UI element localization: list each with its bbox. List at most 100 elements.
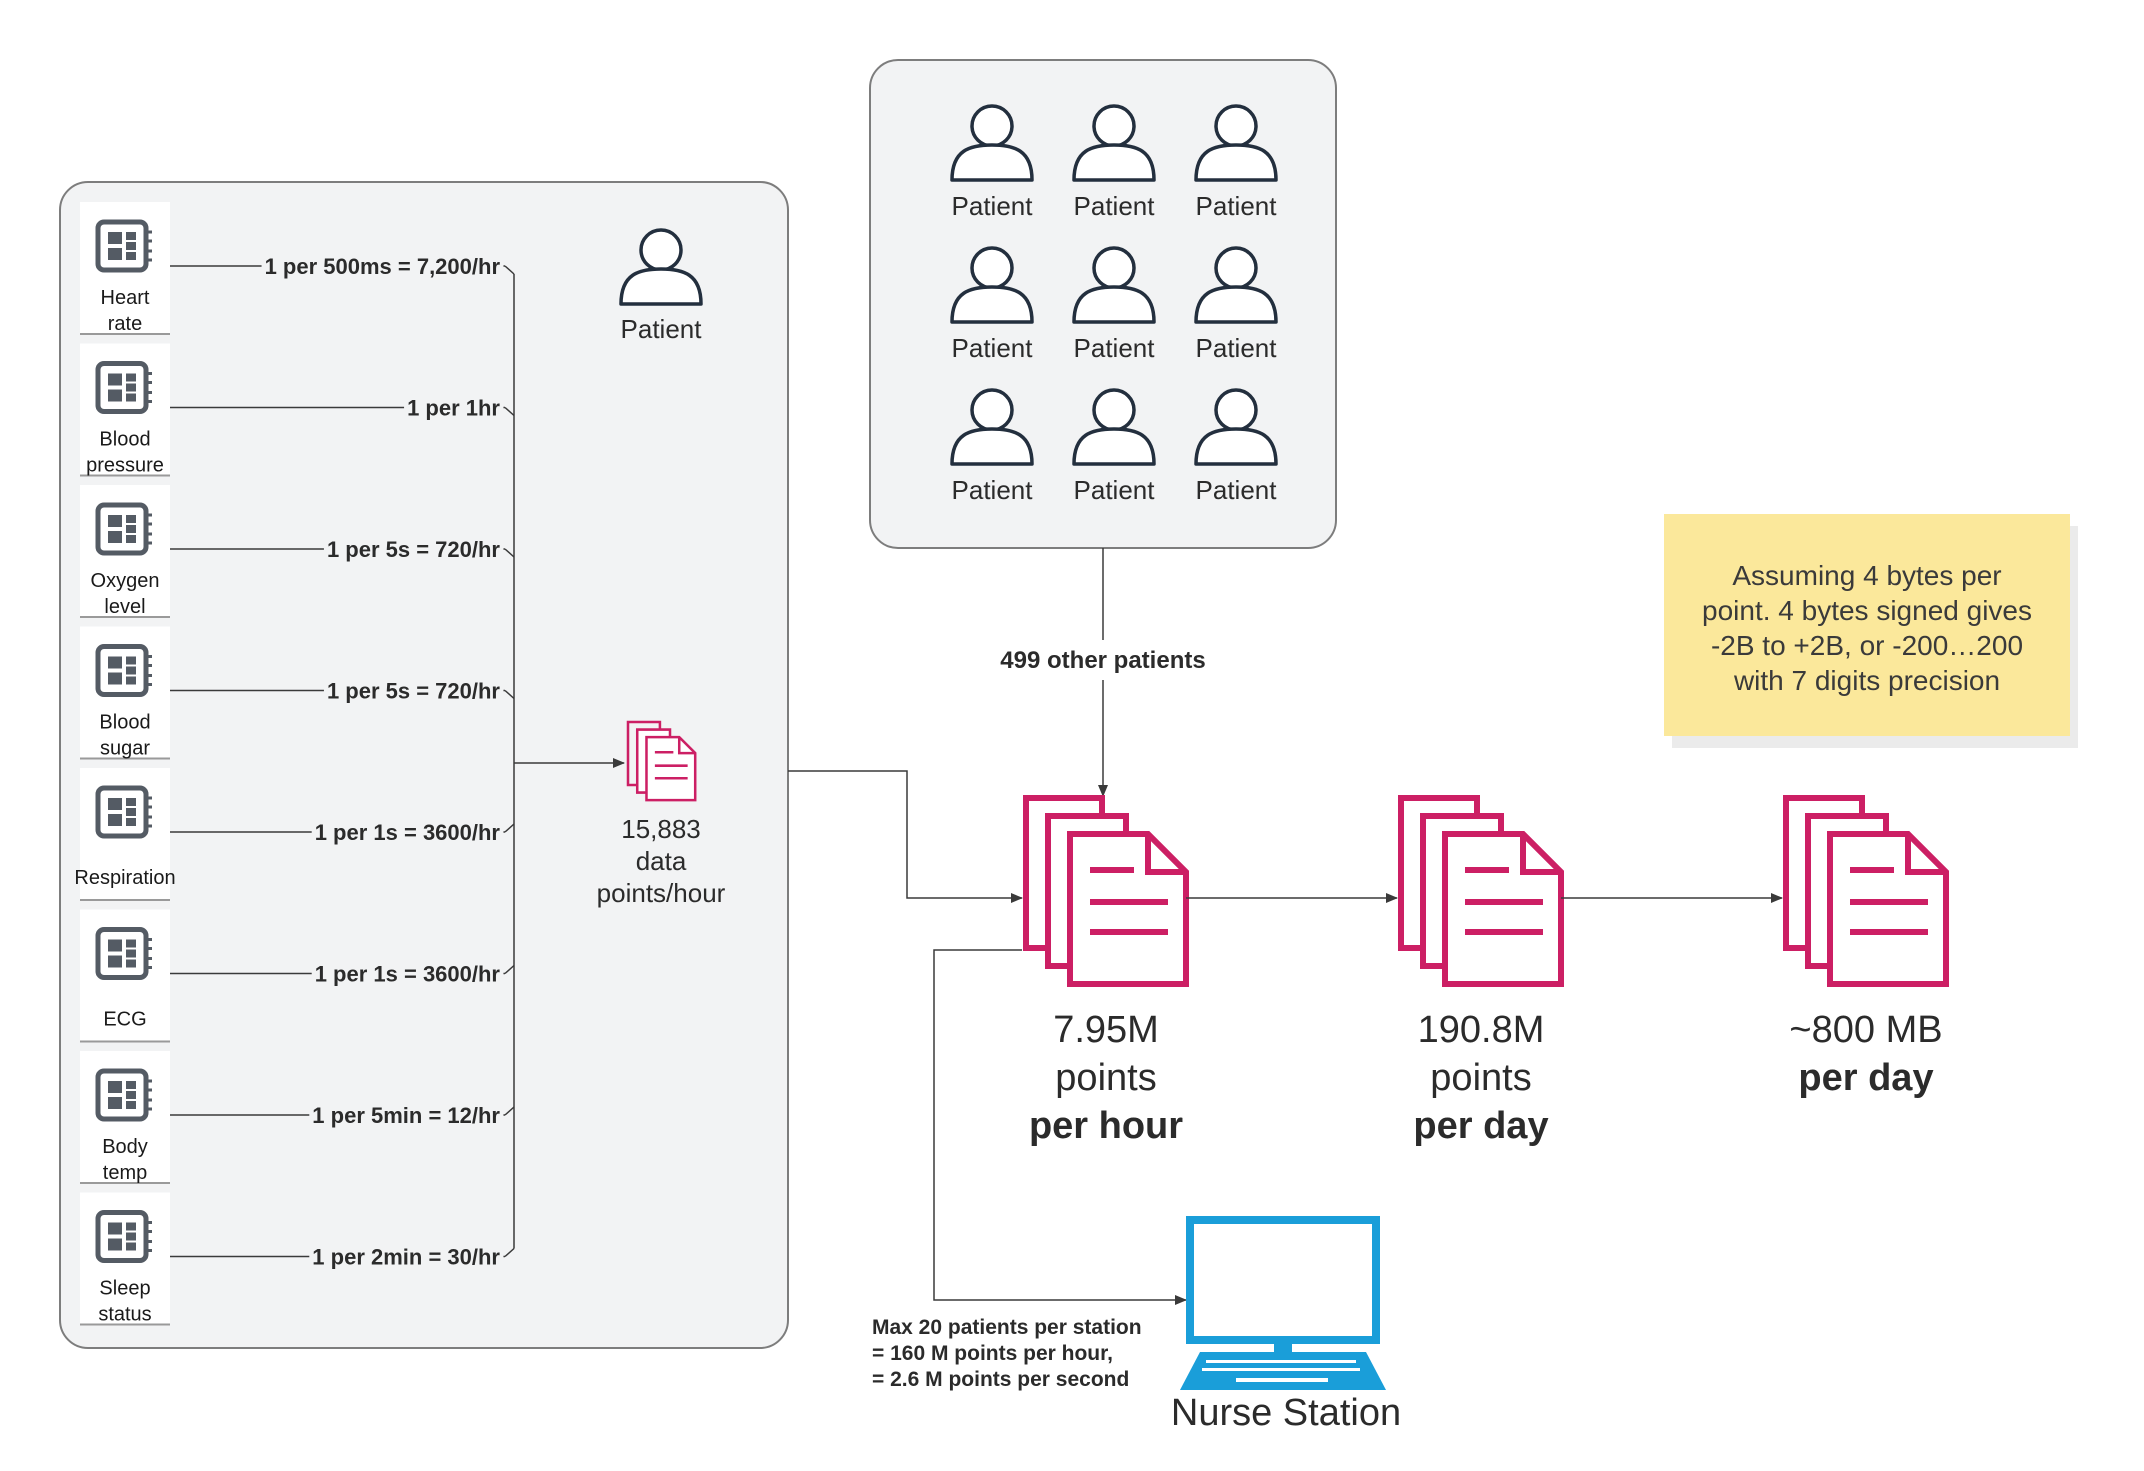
sensor-label: Respiration [74,867,175,889]
grid-patient-label: Patient [1196,333,1278,363]
grid-patient: Patient [1072,104,1156,221]
sensor-rate-label: 1 per 1s = 3600/hr [315,962,501,987]
station-label: Nurse Station [1171,1392,1401,1434]
other-patients-label: 499 other patients [1000,647,1205,674]
note-line: with 7 digits precision [1733,665,2000,696]
sensor-rate-label: 1 per 1s = 3600/hr [315,820,501,845]
station-info-line: = 2.6 M points per second [872,1368,1129,1391]
grid-patient: Patient [950,104,1034,221]
sensor-connector-bend [504,823,515,833]
sensor-rate-label: 1 per 5s = 720/hr [327,679,500,704]
aggregate-line2: data [636,846,687,876]
grid-patient-label: Patient [1074,475,1156,505]
output-daily-line1: 190.8M [1418,1009,1545,1051]
aggregate-line1: 15,883 [621,814,701,844]
chip-icon [98,505,152,553]
panel-to-hourly-arrow [788,770,1023,903]
sensor-connector-bend [504,1106,515,1116]
station-info-line: = 160 M points per hour, [872,1342,1113,1365]
hourly-to-station-arrow [933,949,1187,1305]
laptop-icon [1180,1216,1386,1390]
grid-patient-label: Patient [1196,475,1278,505]
output-hourly-bold: per hour [1029,1105,1183,1147]
chip-icon [98,364,152,412]
sensor-rate-label: 1 per 5min = 12/hr [312,1103,500,1128]
sensor-ecg[interactable]: ECG [80,909,170,1043]
grid-patient: Patient [1194,246,1278,363]
sensor-connector-bend [504,406,515,417]
station-info-line: Max 20 patients per station [872,1316,1142,1339]
documents-icon [1401,798,1561,984]
rate-label-bg [309,1244,504,1270]
sensor-connector-bend [504,689,515,700]
grid-patient-label: Patient [1074,333,1156,363]
sensor-connectors: 1 per 500ms = 7,200/hr 1 per 1hr 1 per 5s … [170,254,625,1270]
sensor-connector-bend [504,964,515,975]
grid-patient: Patient [950,246,1034,363]
documents-icon [1786,798,1946,984]
grid-patient: Patient [1072,388,1156,505]
sensor-rate-label: 1 per 2min = 30/hr [312,1245,500,1270]
rate-label-bg [323,537,504,562]
rate-label-bg [311,820,504,845]
single-patient-label: Patient [621,314,703,344]
sensor-connector-bend [504,548,515,558]
grid-patient-label: Patient [1196,191,1278,221]
output-hourly-line2: points [1055,1057,1156,1099]
sensor-connector-bend [504,265,515,275]
sensor-rate-label: 1 per 5s = 720/hr [327,537,500,562]
output-storage-line1: ~800 MB [1789,1009,1942,1051]
sensor-respiration[interactable]: Respiration [74,768,176,901]
grid-patient: Patient [950,388,1034,505]
sensor-rate-label: 1 per 1hr [407,396,500,421]
aggregate-line3: points/hour [597,878,726,908]
output-hourly-line1: 7.95M [1053,1009,1159,1051]
rate-label-bg [323,678,504,704]
rate-label-bg [309,1103,504,1128]
grid-patient: Patient [1194,104,1278,221]
note-line: point. 4 bytes signed gives [1702,595,2032,626]
chip-icon [98,788,152,836]
patient-panel [59,181,789,1349]
output-storage-icon [1786,798,1946,984]
documents-icon [1026,798,1186,984]
note-line: -2B to +2B, or -200…200 [1711,630,2023,661]
output-storage-bold: per day [1798,1057,1933,1099]
chip-icon [98,1213,152,1261]
grid-patient-label: Patient [952,475,1034,505]
chip-icon [98,930,152,978]
rate-label-bg [404,395,504,421]
chip-icon [98,222,152,270]
chip-icon [98,1071,152,1119]
grid-patient-label: Patient [952,333,1034,363]
rate-label-bg [311,961,504,987]
output-hourly-icon [1026,798,1186,984]
station-info: Max 20 patients per station = 160 M point… [872,1316,1142,1391]
grid-patient: Patient [1194,388,1278,505]
chip-icon [98,647,152,695]
sensor-rate-label: 1 per 500ms = 7,200/hr [265,254,501,279]
grid-patient-label: Patient [1074,191,1156,221]
rate-label-bg [261,254,504,279]
sticky-note [1664,514,2070,736]
sensor-label: ECG [103,1009,146,1031]
output-daily-icon [1401,798,1561,984]
output-daily-line2: points [1430,1057,1531,1099]
grid-patient: Patient [1072,246,1156,363]
output-daily-bold: per day [1413,1105,1548,1147]
